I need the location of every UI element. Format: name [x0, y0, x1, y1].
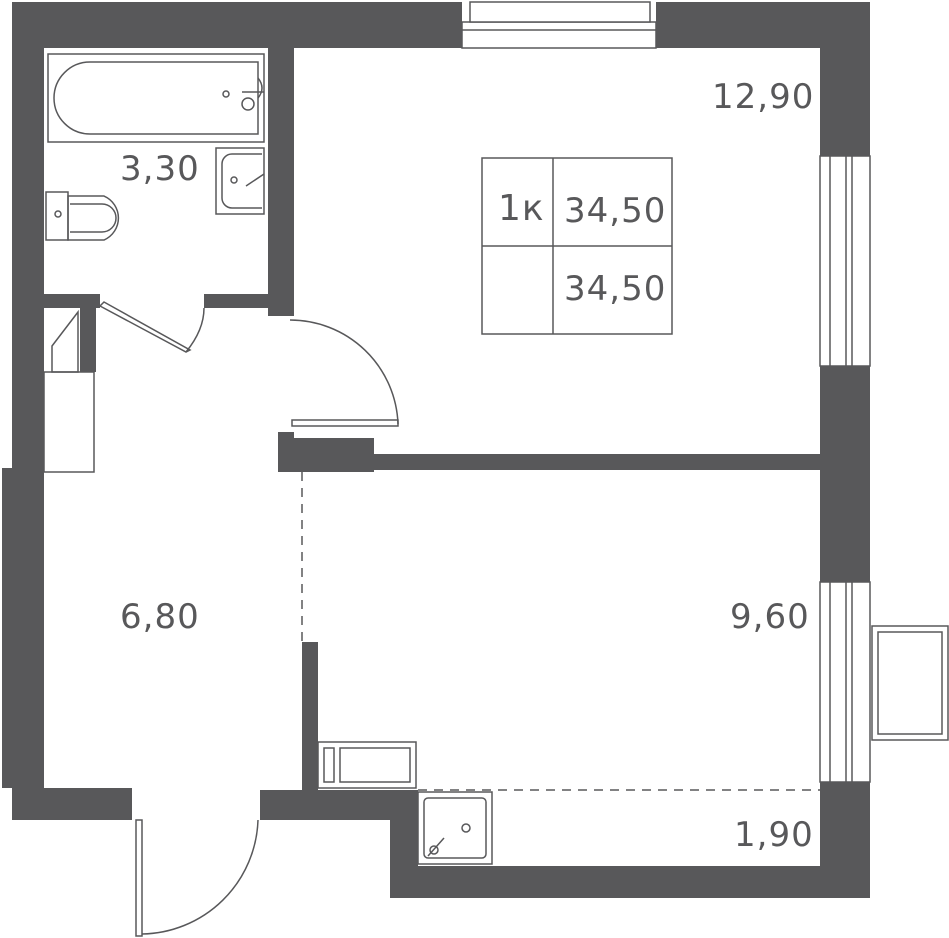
loggia-area-label: 1,90 [734, 815, 814, 855]
wall-top-left [12, 2, 462, 48]
door-swing-icon [51, 301, 399, 937]
wall-right-middle [820, 362, 870, 584]
wall-bath-bottom-right [204, 294, 294, 308]
wall-hall-pillar [80, 308, 96, 372]
wall-living-stub [278, 432, 294, 442]
wall-bottom-right [390, 866, 870, 898]
stove-icon [317, 741, 417, 789]
ac-unit [871, 625, 949, 741]
window-right-living [819, 155, 871, 367]
wall-left [12, 2, 44, 820]
wall-bottom-mid [260, 790, 418, 820]
wall-living-kitchen-thin [374, 454, 824, 470]
window-right-kitchen [819, 581, 871, 783]
sink-icon [215, 147, 265, 215]
hall-area-label: 6,80 [120, 597, 200, 637]
wall-bottom-left [12, 788, 132, 820]
wall-hall-kitchen [302, 642, 318, 790]
windows [43, 1, 871, 783]
window-top-frame [469, 1, 651, 23]
bathroom-area-label: 3,30 [120, 149, 200, 189]
toilet-icon [45, 191, 120, 241]
room-count-label: 1к [498, 188, 545, 229]
kitchen-sink-icon [417, 791, 493, 865]
bathtub-icon [47, 53, 265, 143]
outer-walls [2, 2, 870, 898]
living-total-area-label: 34,50 [564, 269, 666, 309]
window-top-sill [461, 21, 657, 49]
wall-living-kitchen [278, 438, 374, 472]
total-area-label: 34,50 [564, 191, 666, 231]
wall-right-upper [820, 2, 870, 162]
wall-bath-bottom-left [40, 294, 100, 308]
wall-bath-right [268, 40, 294, 316]
window-left-small [43, 371, 95, 473]
inner-walls [40, 40, 824, 790]
wall-left-outer [2, 468, 16, 788]
living-area-label: 12,90 [712, 77, 814, 117]
summary-table [481, 157, 673, 335]
kitchen-area-label: 9,60 [730, 597, 810, 637]
